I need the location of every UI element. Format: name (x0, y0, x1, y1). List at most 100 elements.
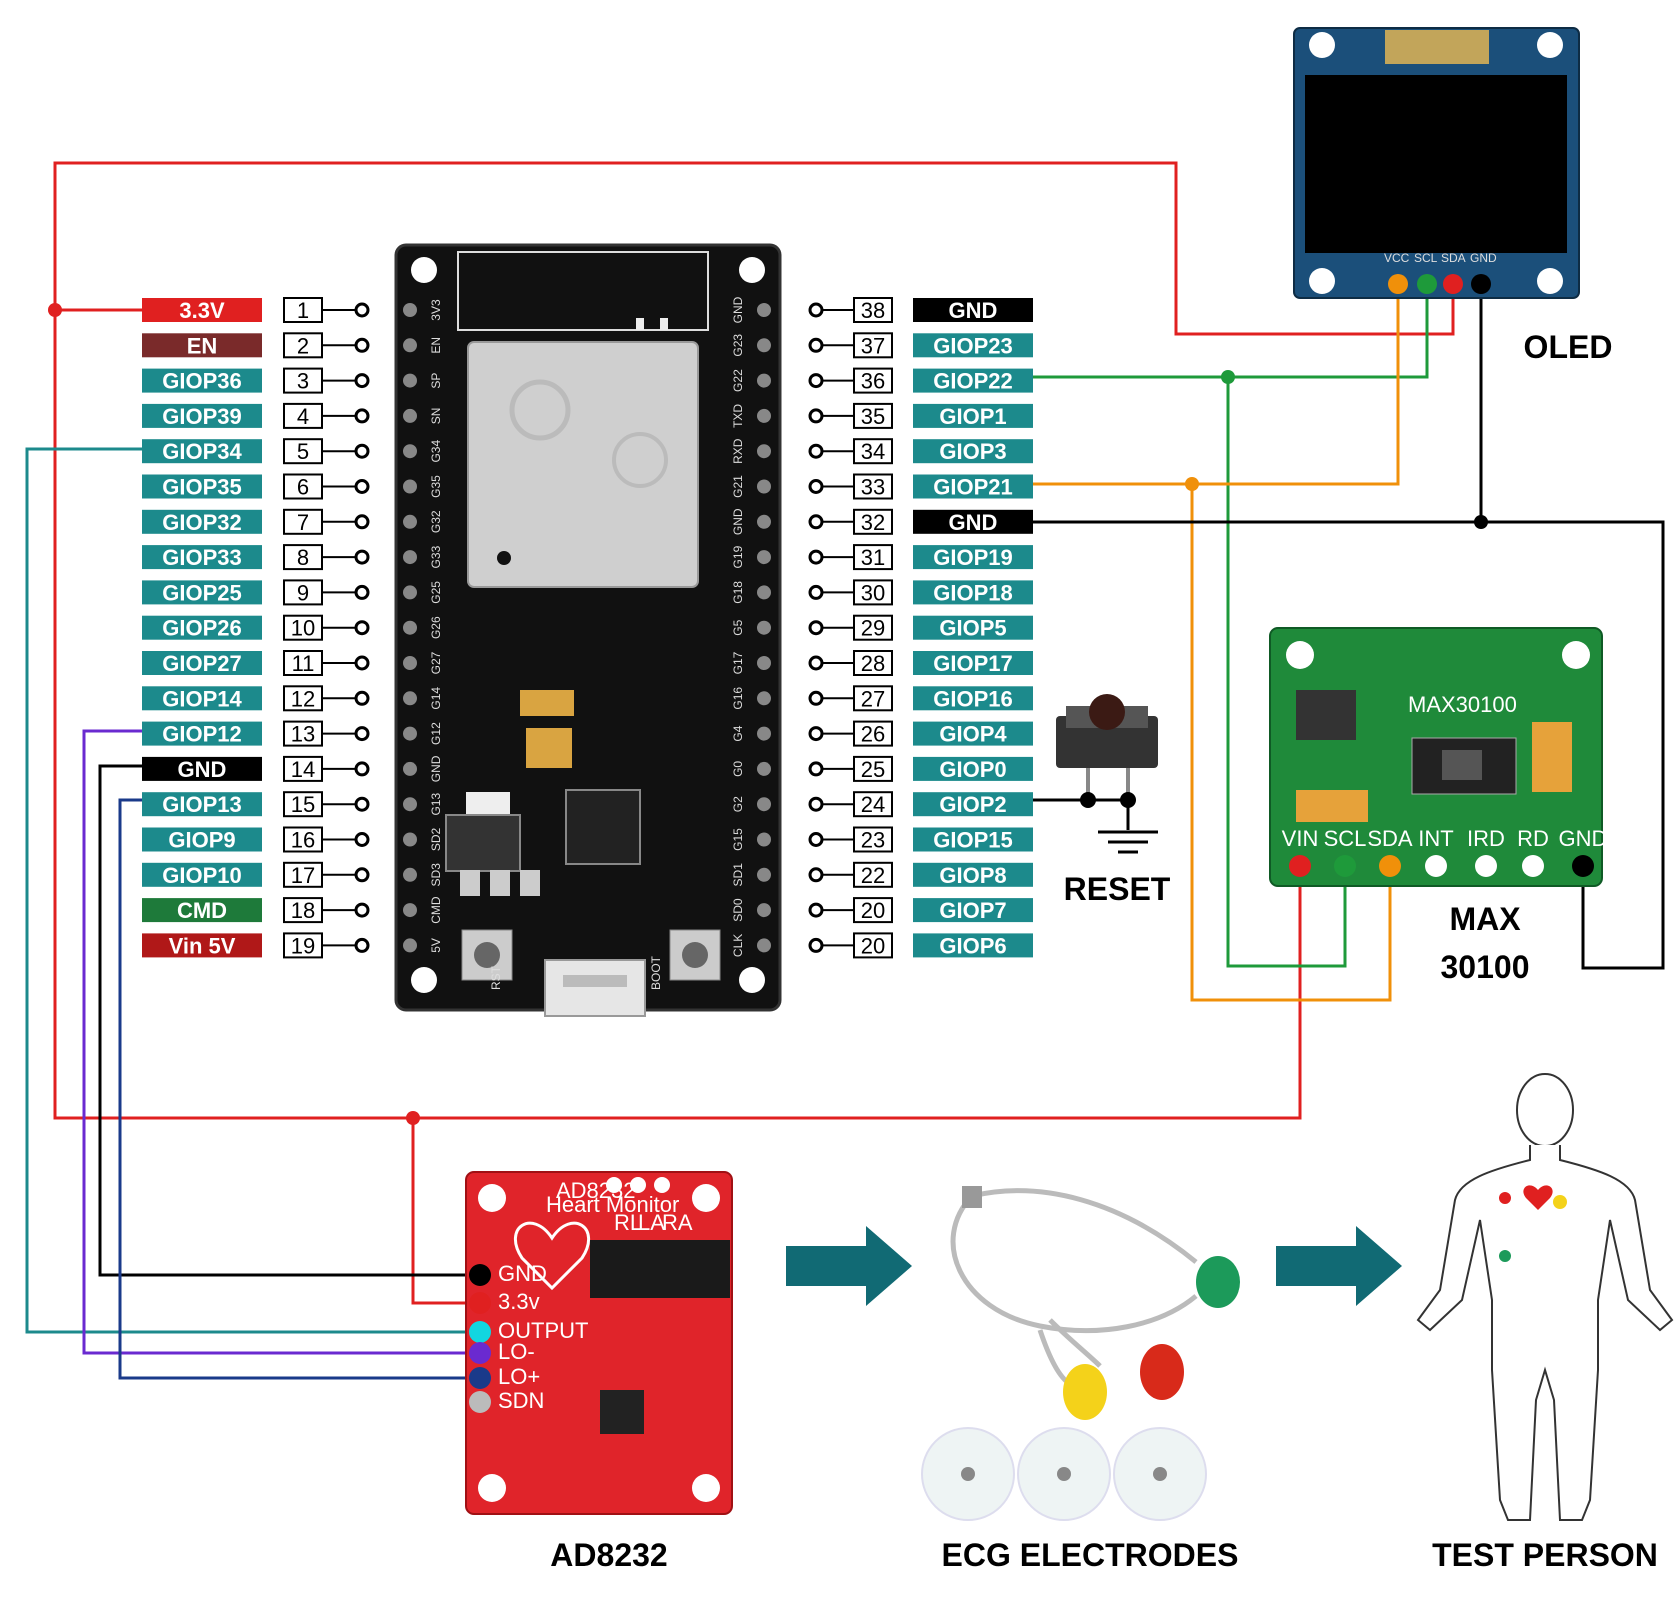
pin-label-bg (142, 333, 262, 358)
silk-label: G4 (731, 725, 745, 741)
pin-label: GIOP35 (162, 475, 241, 500)
pin-number-box (853, 932, 893, 959)
pin-label-bg (142, 298, 262, 322)
pin-connector (808, 373, 824, 389)
pin-connector (354, 302, 370, 318)
pin-label: GIOP18 (933, 580, 1012, 605)
pin-number: 30 (861, 580, 885, 605)
pin-connector (354, 584, 370, 600)
pin-label-bg (913, 580, 1033, 605)
pin-label: GIOP33 (162, 545, 241, 570)
header-hole (757, 832, 771, 847)
max-pin-sda: SDA (1367, 826, 1413, 851)
header-hole (403, 620, 417, 635)
pin-number-box (853, 544, 893, 571)
silk-label: G35 (429, 475, 443, 498)
pin-number: 37 (861, 333, 885, 358)
pin-number-box (853, 367, 893, 394)
pin-label: GIOP7 (939, 898, 1006, 923)
wire-scl-oled (1033, 284, 1429, 379)
silk-label: TXD (731, 404, 745, 428)
pin-number: 33 (861, 475, 885, 500)
header-hole (403, 550, 417, 565)
pin-label: GIOP2 (939, 792, 1006, 817)
pin-number: 32 (861, 510, 885, 535)
max-caption-line1: MAX (1449, 901, 1521, 937)
reset-caption: RESET (1064, 871, 1171, 907)
board-pin-header: 3V3ENSPSNG34G35G32G33G25G26G27G14G12GNDG… (403, 296, 771, 957)
pin-number: 12 (291, 686, 315, 711)
pin-number-box (283, 473, 323, 500)
oled-module: VCC SCL SDA GND (1293, 27, 1580, 299)
wire-lo-minus-ad8232 (82, 729, 480, 1355)
wire-3v3-ad8232 (411, 1118, 480, 1305)
pin-label-bg (913, 474, 1033, 499)
pin-connector (808, 796, 824, 812)
silk-label: G15 (731, 828, 745, 851)
junction-dot (1185, 477, 1199, 491)
pin-number-box (853, 508, 893, 535)
ad8232-pin-3v3: 3.3v (498, 1289, 540, 1314)
pin-label: GIOP1 (939, 404, 1006, 429)
max-title: MAX30100 (1408, 692, 1517, 717)
pin-number-box (283, 438, 323, 465)
boot-label: BOOT (649, 955, 663, 990)
silk-label: G26 (429, 616, 443, 639)
pin-connector (808, 479, 824, 494)
max30100-module: MAX30100 VIN SCL SDA INT IRD RD GND (1269, 627, 1608, 887)
header-hole (757, 903, 771, 918)
pin-label: GIOP3 (939, 439, 1006, 464)
header-hole (757, 797, 771, 812)
silk-label: G0 (731, 761, 745, 777)
pin-label-bg (142, 686, 262, 711)
ad8232-top-rl: RL (614, 1210, 642, 1235)
header-hole (757, 514, 771, 529)
person-caption: TEST PERSON (1432, 1537, 1658, 1573)
wire-gnd-ad8232 (98, 764, 480, 1277)
pin-label: GIOP4 (939, 722, 1007, 747)
header-hole (403, 373, 417, 388)
pin-number-box (853, 720, 893, 747)
pin-number-box (853, 332, 893, 359)
pin-number-box (283, 826, 323, 853)
header-hole (403, 761, 417, 776)
header-hole (403, 585, 417, 600)
ad8232-top-la: LA (638, 1210, 665, 1235)
rst-label: RST (489, 965, 503, 990)
pin-number: 24 (861, 792, 885, 817)
pin-label-bg (913, 509, 1033, 534)
wire-3v3-max (53, 310, 1302, 1120)
pin-number: 22 (861, 863, 885, 888)
max-pin-gnd: GND (1559, 826, 1608, 851)
pin-number-box (853, 791, 893, 818)
pin-label: GIOP15 (933, 828, 1012, 853)
pin-number: 34 (861, 439, 885, 464)
pin-connector (808, 937, 824, 953)
header-hole (403, 903, 417, 918)
oled-caption: OLED (1524, 329, 1613, 365)
pin-label-bg (913, 651, 1033, 675)
max-caption-line2: 30100 (1441, 949, 1530, 985)
silk-label: SD2 (429, 828, 443, 852)
pin-number: 4 (297, 404, 309, 429)
pin-label-bg (913, 862, 1033, 887)
silk-label: G21 (731, 475, 745, 498)
pin-label-bg (913, 439, 1033, 464)
pin-connector (808, 337, 824, 353)
pin-number-box (853, 650, 893, 676)
header-hole (403, 867, 417, 882)
silk-label: G17 (731, 651, 745, 674)
pin-label-bg (913, 333, 1033, 358)
